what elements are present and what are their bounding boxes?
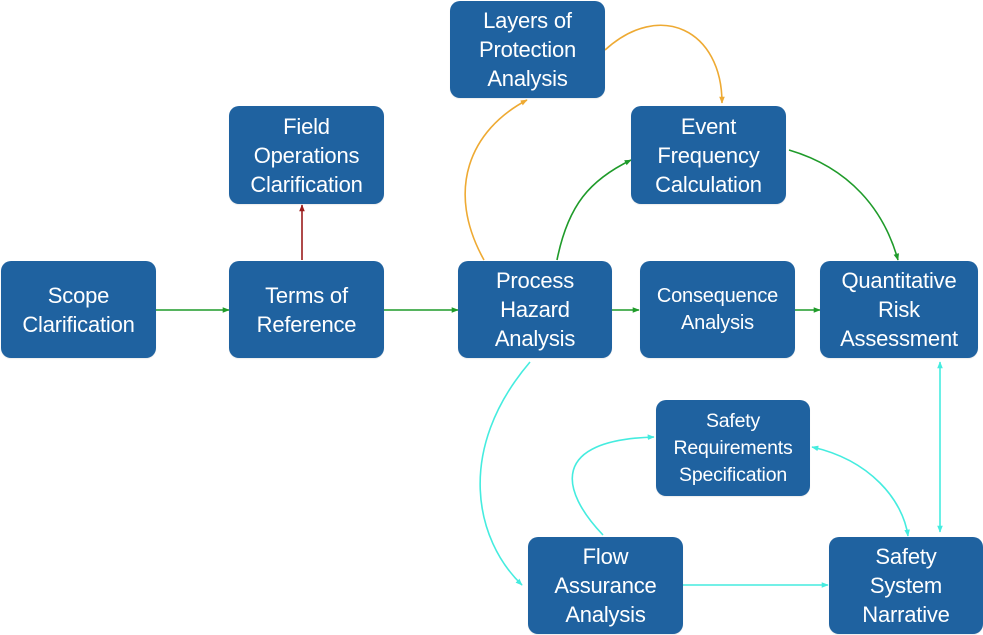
layers-of-protection-analysis-label: Layers of Protection Analysis [478,8,577,91]
event-frequency-calculation-label: Event Frequency Calculation [655,113,762,197]
arrow-process-hazard-to-flow-assurance [479,361,531,586]
quantitative-risk-assessment-label: Quantitative Risk Assessment [840,268,958,351]
consequence-analysis-label: Consequence Analysis [656,284,779,334]
process-hazard-analysis-label: Process Hazard Analysis [494,268,576,351]
safety-requirements-specification-label: Safety Requirements Specification [673,409,793,486]
field-operations-clarification-box[interactable]: Field Operations Clarification [229,106,384,204]
safety-system-narrative-box[interactable]: Safety System Narrative [829,537,983,634]
process-hazard-analysis-box[interactable]: Process Hazard Analysis [458,261,612,358]
quantitative-risk-assessment-box[interactable]: Quantitative Risk Assessment [820,261,978,358]
flow-assurance-analysis-label: Flow Assurance Analysis [554,544,657,627]
arrow-process-hazard-to-lopa [464,99,528,261]
event-frequency-calculation-box[interactable]: Event Frequency Calculation [631,106,786,204]
field-operations-clarification-label: Field Operations Clarification [250,113,363,197]
arrow-flow-assurance-to-srs [571,434,655,536]
arrow-srs-to-safety-narrative [811,445,910,537]
arrow-process-hazard-to-event-frequency [556,159,632,261]
layers-of-protection-analysis-box[interactable]: Layers of Protection Analysis [450,1,605,98]
flow-assurance-analysis-box[interactable]: Flow Assurance Analysis [528,537,683,634]
scope-clarification-label: Scope Clarification [22,282,135,337]
terms-of-reference-box[interactable]: Terms of Reference [229,261,384,358]
arrow-lopa-to-event-frequency [604,24,725,104]
safety-system-narrative-label: Safety System Narrative [862,544,950,627]
arrow-event-frequency-to-qra [788,149,899,261]
consequence-analysis-box[interactable]: Consequence Analysis [640,261,795,358]
scope-clarification-box[interactable]: Scope Clarification [1,261,156,358]
safety-requirements-specification-box[interactable]: Safety Requirements Specification [656,400,810,496]
terms-of-reference-label: Terms of Reference [256,282,357,337]
